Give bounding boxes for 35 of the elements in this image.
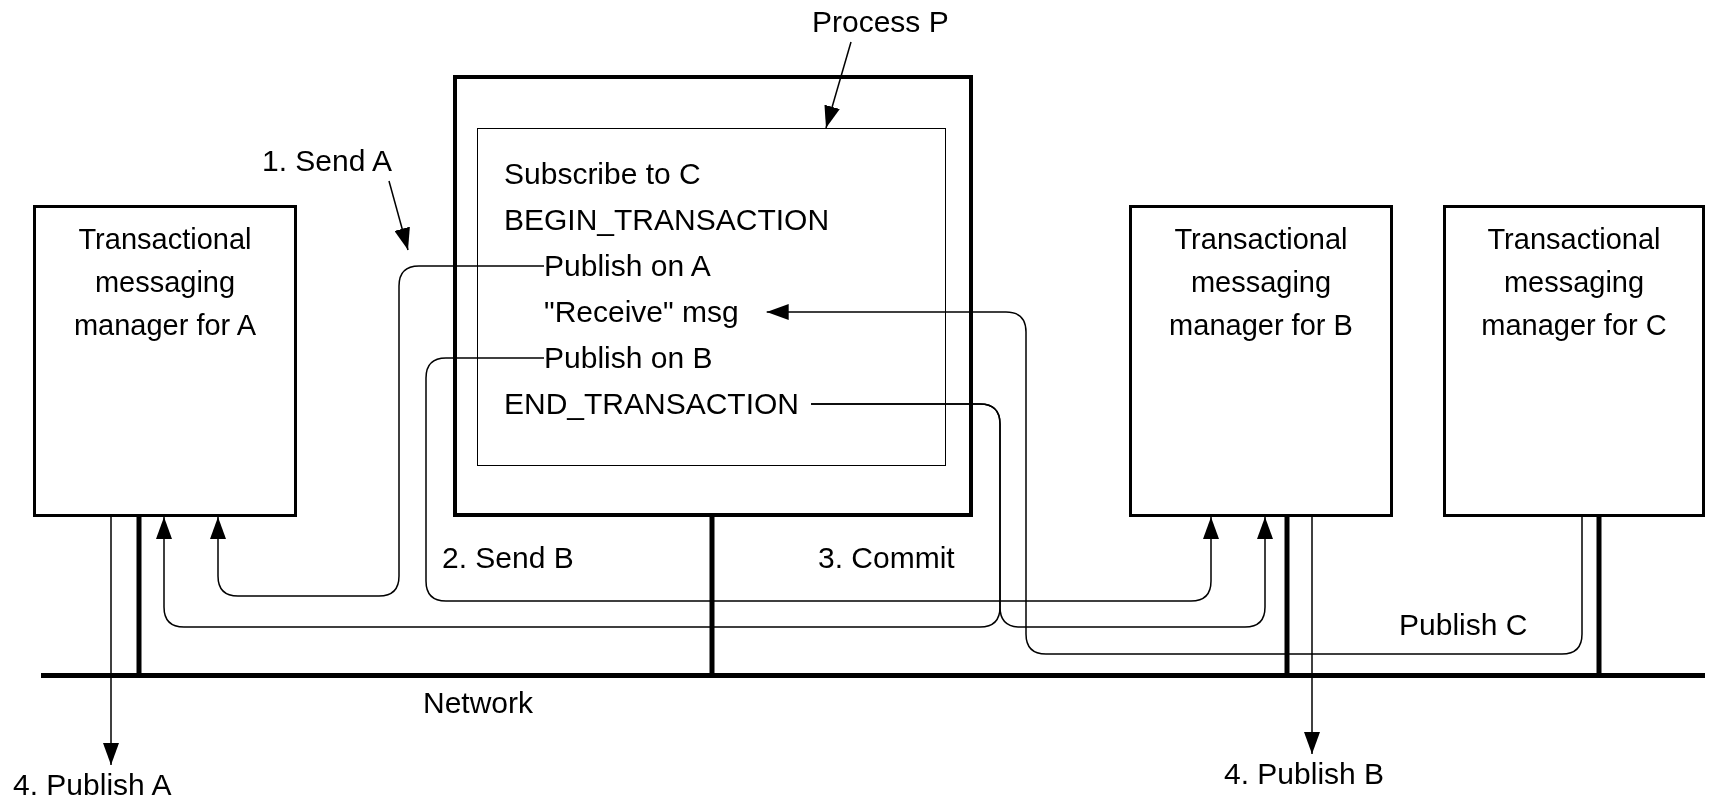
manager-label: Transactional messaging manager for A [72,222,258,343]
code-line: "Receive" msg [544,289,739,335]
code-line: Publish on A [544,243,711,289]
code-line: BEGIN_TRANSACTION [504,197,830,243]
manager-box [1129,205,1393,517]
process-box [453,75,973,517]
message-arrow [810,403,1273,628]
step-label: 2. Send B [442,540,574,576]
program-box [477,128,946,466]
manager-box [33,205,297,517]
message-arrow [425,357,1219,602]
step-label: 3. Commit [818,540,955,576]
message-arrow [210,265,545,597]
step-label: 4. Publish A [13,765,172,804]
leader-arrow [388,180,410,251]
step-label: 4. Publish B [1224,754,1385,794]
message-arrow [765,304,1583,655]
step-label: 1. Send A [262,141,393,181]
bus-connector [709,517,715,673]
manager-box [1443,205,1705,517]
code-line: Publish on B [544,335,713,381]
message-arrow [103,516,119,766]
bus-connector [1284,517,1290,673]
network-bus [41,673,1705,678]
bus-connector [1596,517,1602,673]
code-line: Subscribe to C [504,151,701,197]
message-arrow [1304,516,1320,755]
bus-connector [136,517,142,673]
code-line: END_TRANSACTION [504,381,800,427]
network-label: Network [423,685,534,721]
process-label: Process P [812,2,949,42]
manager-label: Transactional messaging manager for B [1168,222,1354,343]
manager-label: Transactional messaging manager for C [1480,222,1668,343]
step-label: Publish C [1399,607,1528,643]
leader-arrow [824,41,852,129]
